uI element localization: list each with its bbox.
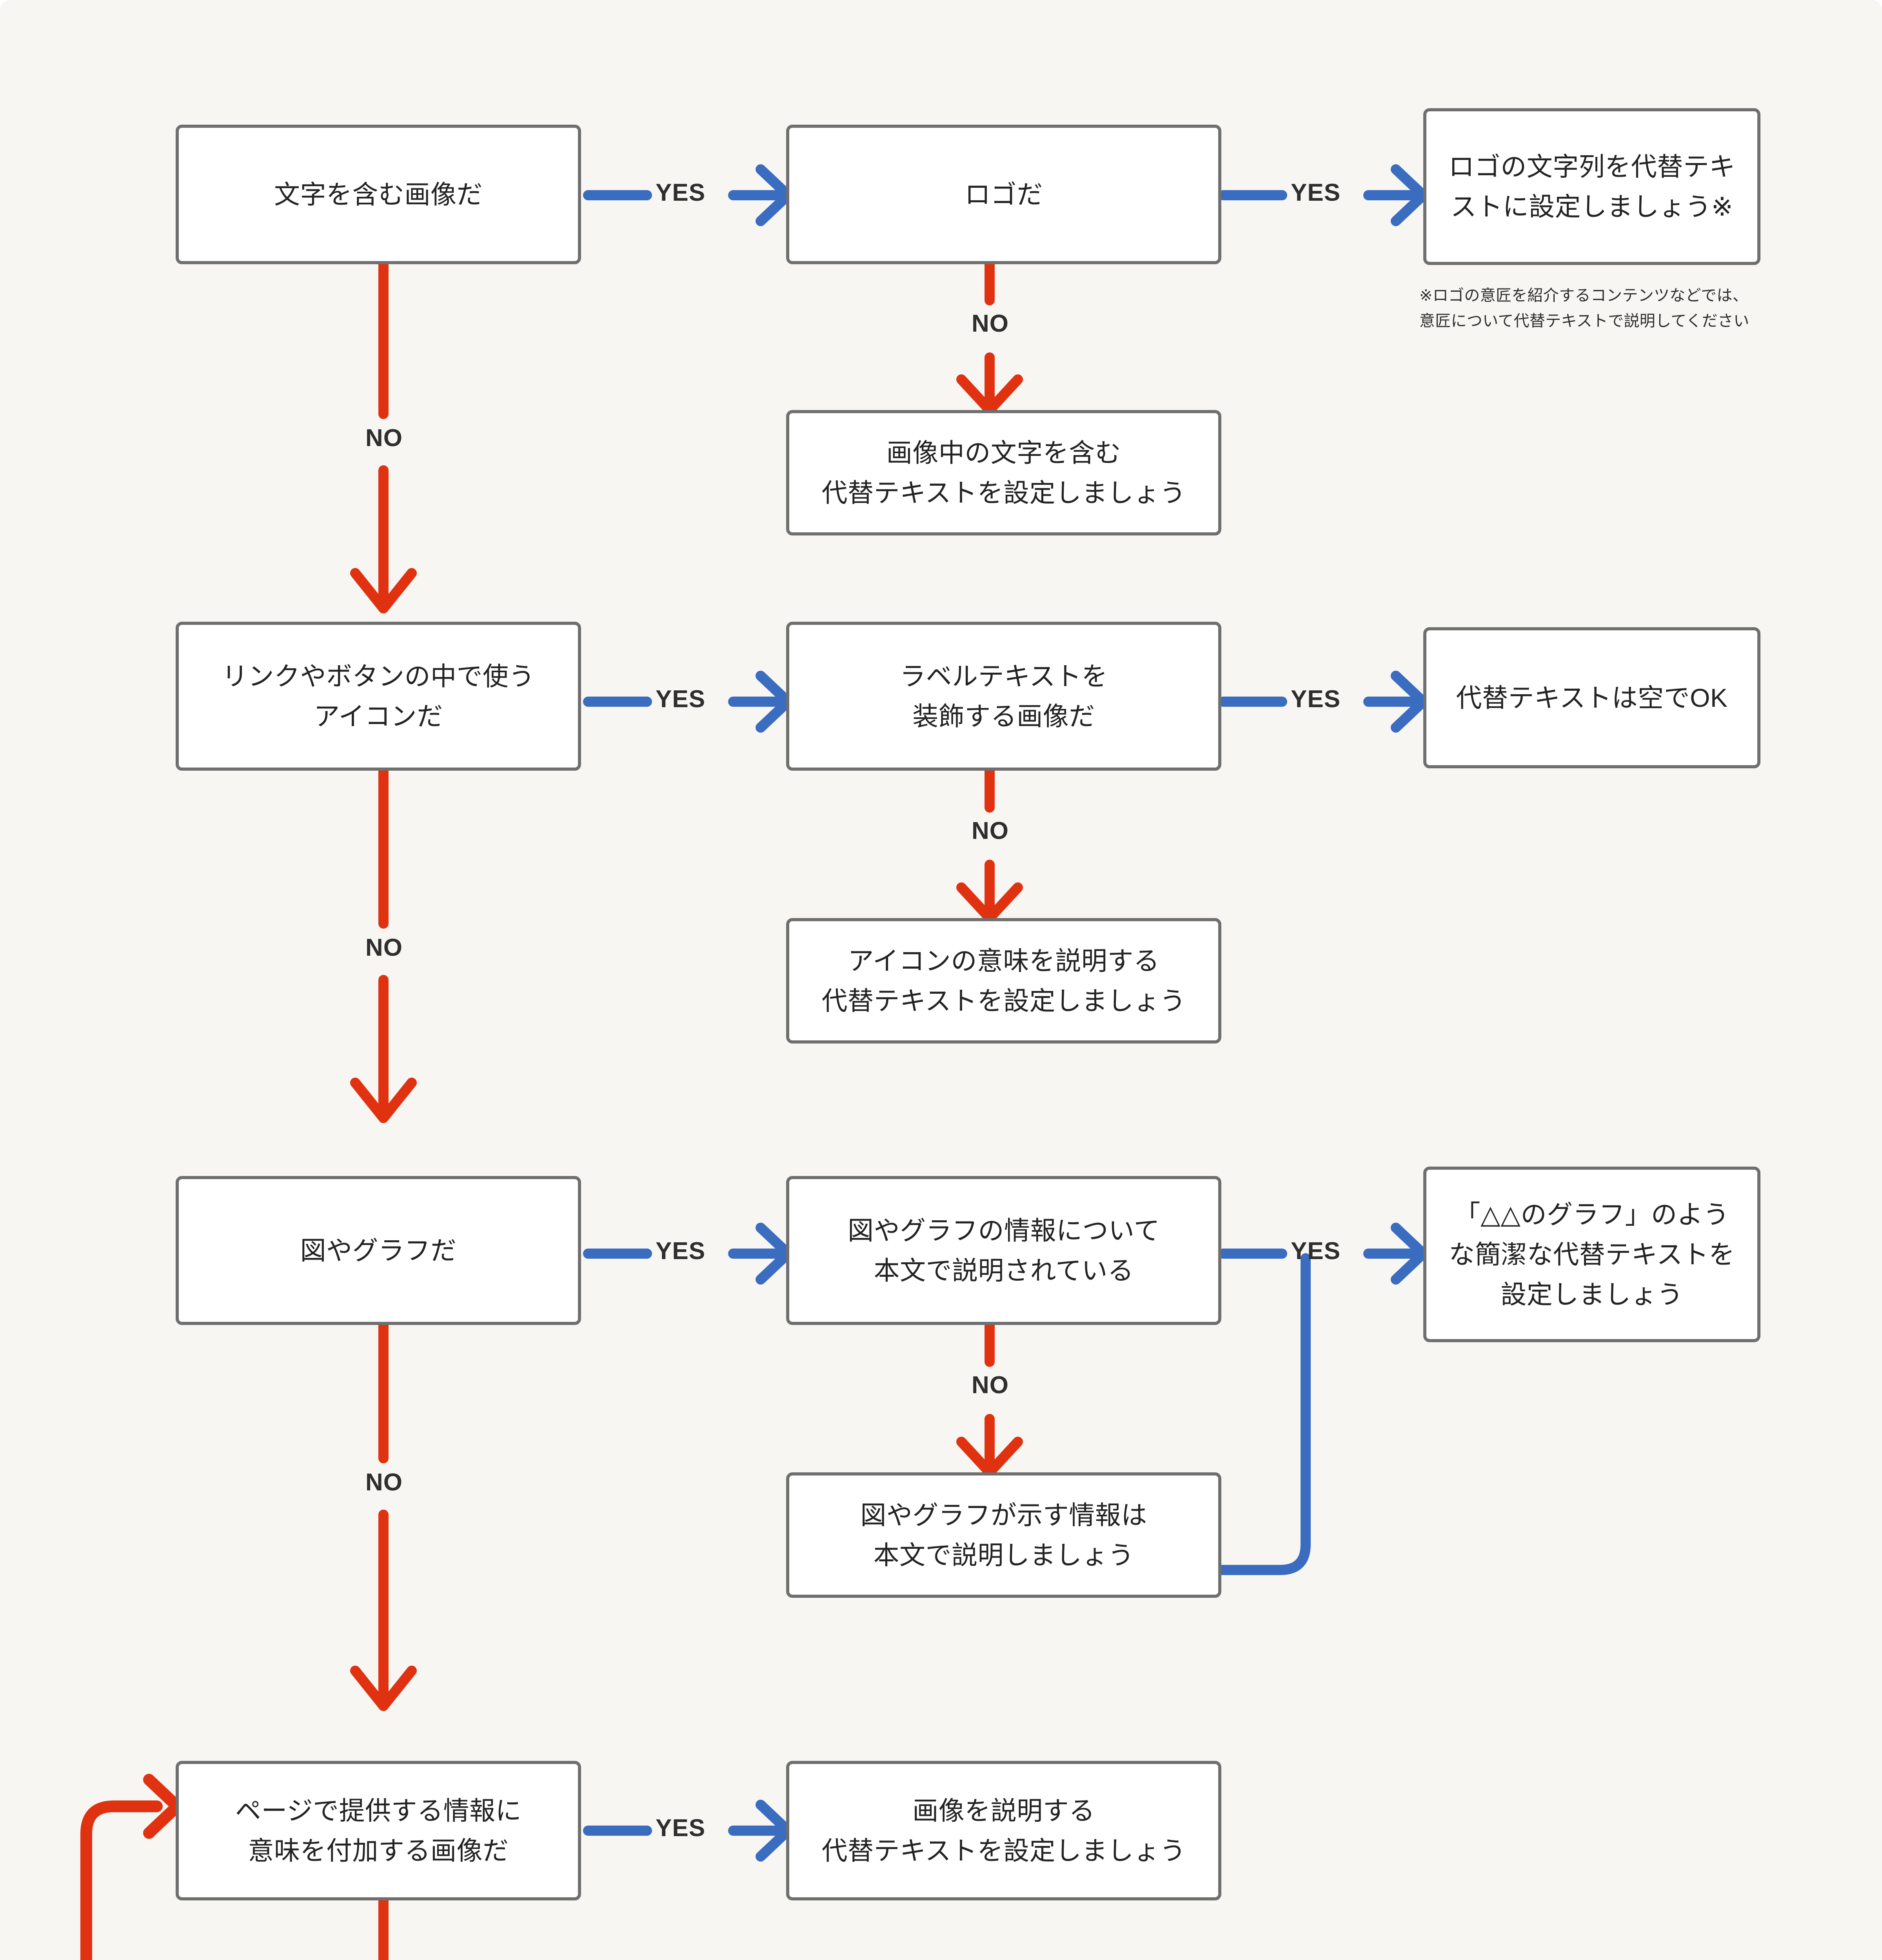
edge-label-no-q1: NO <box>365 425 403 452</box>
node-q1-yes-no-text: 画像中の文字を含む 代替テキストを設定しましょう <box>821 438 1186 507</box>
node-q4-yes-text: 画像を説明する 代替テキストを設定しましょう <box>821 1796 1186 1865</box>
node-q1-yes-text: ロゴだ <box>965 180 1043 209</box>
node-q4[interactable]: ページで提供する情報に 意味を付加する画像だ <box>176 1761 581 1900</box>
edge-label-no-q3yes: NO <box>972 1372 1009 1399</box>
edge-label-yes-q2: YES <box>656 686 706 713</box>
node-q2-yes-no[interactable]: アイコンの意味を説明する 代替テキストを設定しましょう <box>786 918 1221 1044</box>
logo-footnote: ※ロゴの意匠を紹介するコンテンツなどでは、 意匠について代替テキストで説明してく… <box>1419 287 1749 330</box>
node-q3-yes-no[interactable]: 図やグラフが示す情報は 本文で説明しましょう <box>786 1472 1221 1598</box>
node-q2[interactable]: リンクやボタンの中で使う アイコンだ <box>176 622 581 771</box>
node-q3-yes-yes[interactable]: 「△△のグラフ」のよう な簡潔な代替テキストを 設定しましょう <box>1423 1167 1760 1342</box>
node-q1-text: 文字を含む画像だ <box>274 180 483 209</box>
node-q1[interactable]: 文字を含む画像だ <box>176 125 581 264</box>
node-q4-yes[interactable]: 画像を説明する 代替テキストを設定しましょう <box>786 1761 1221 1900</box>
edge-q4-no <box>378 1895 389 1960</box>
node-q1-yes-yes[interactable]: ロゴの文字列を代替テキ ストに設定しましょう※ <box>1423 108 1760 265</box>
edge-label-yes-q4: YES <box>656 1815 706 1842</box>
node-q4-text: ページで提供する情報に 意味を付加する画像だ <box>235 1796 522 1865</box>
edge-label-no-q2: NO <box>365 934 403 961</box>
node-q2-yes-text: ラベルテキストを 装飾する画像だ <box>899 661 1108 731</box>
edge-q3-no <box>350 1320 417 1711</box>
edge-label-yes-q1yes: YES <box>1291 179 1341 206</box>
node-q2-yes-yes[interactable]: 代替テキストは空でOK <box>1423 627 1760 768</box>
edge-label-yes-q2yes: YES <box>1291 686 1341 713</box>
edge-label-yes-q3: YES <box>656 1238 706 1265</box>
node-q3-yes-no-text: 図やグラフが示す情報は 本文で説明しましょう <box>860 1500 1147 1570</box>
node-q3-text: 図やグラフだ <box>300 1236 457 1265</box>
node-q3-yes[interactable]: 図やグラフの情報について 本文で説明されている <box>786 1176 1221 1325</box>
node-q1-yes-no[interactable]: 画像中の文字を含む 代替テキストを設定しましょう <box>786 410 1221 535</box>
node-q1-yes[interactable]: ロゴだ <box>786 125 1221 264</box>
node-q3-yes-text: 図やグラフの情報について 本文で説明されている <box>847 1216 1160 1285</box>
node-q3-yes-yes-text: 「△△のグラフ」のよう な簡潔な代替テキストを 設定しましょう <box>1449 1200 1735 1309</box>
edge-q3yesno-to-yes-merge <box>1206 1253 1311 1575</box>
edge-label-no-q1yes: NO <box>972 310 1009 337</box>
edge-label-no-q3: NO <box>365 1469 403 1496</box>
edge-label-yes-q3yes: YES <box>1291 1238 1341 1265</box>
edge-label-no-q2yes: NO <box>972 817 1009 844</box>
node-q2-text: リンクやボタンの中で使う アイコンだ <box>222 661 535 731</box>
node-q2-yes[interactable]: ラベルテキストを 装飾する画像だ <box>786 622 1221 771</box>
node-q3[interactable]: 図やグラフだ <box>176 1176 581 1325</box>
edge-label-yes-q1: YES <box>656 179 706 206</box>
node-q1-yes-yes-text: ロゴの文字列を代替テキ ストに設定しましょう※ <box>1448 152 1735 221</box>
node-q2-yes-no-text: アイコンの意味を説明する 代替テキストを設定しましょう <box>821 946 1186 1015</box>
node-q2-yes-yes-text: 代替テキストは空でOK <box>1456 683 1728 712</box>
